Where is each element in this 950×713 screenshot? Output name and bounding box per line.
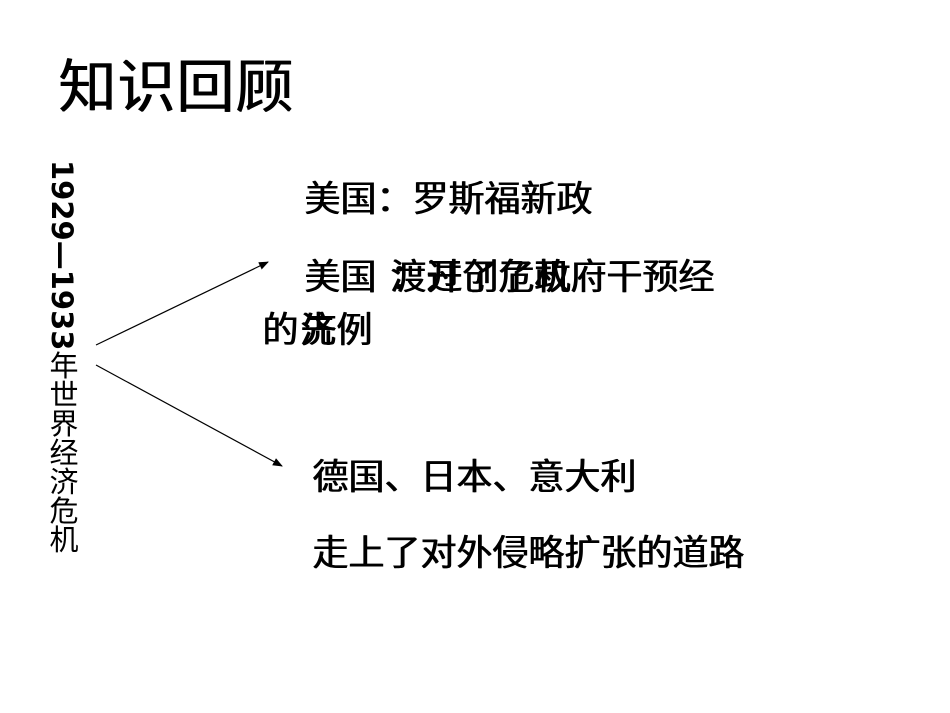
expansion-path-text: 走上了对外侵略扩张的道路 (312, 533, 745, 574)
usa-line2-prefix: 美国 (304, 257, 377, 298)
arrow-lower (95, 364, 283, 467)
side-label-years: 1929—1933 (45, 160, 79, 351)
arrow-upper (95, 261, 269, 346)
usa-economy-char: 济 (300, 310, 337, 351)
usa-new-deal-text: 美国：罗斯福新政 (304, 179, 593, 220)
usa-line3-prefix: 的 (262, 310, 299, 351)
usa-precedent-text: 先例 (300, 310, 373, 351)
usa-intervention-text: ：开创了政府干预经 (390, 257, 715, 298)
side-label: 1929—1933年世界经济危机 (44, 160, 80, 553)
slide-title: 知识回顾 (58, 53, 295, 121)
usa-overcame-crisis-text: 渡过了危机 (390, 257, 571, 298)
side-label-text: 年世界经济危机 (45, 350, 79, 554)
axis-countries-text: 德国、日本、意大利 (312, 457, 637, 498)
